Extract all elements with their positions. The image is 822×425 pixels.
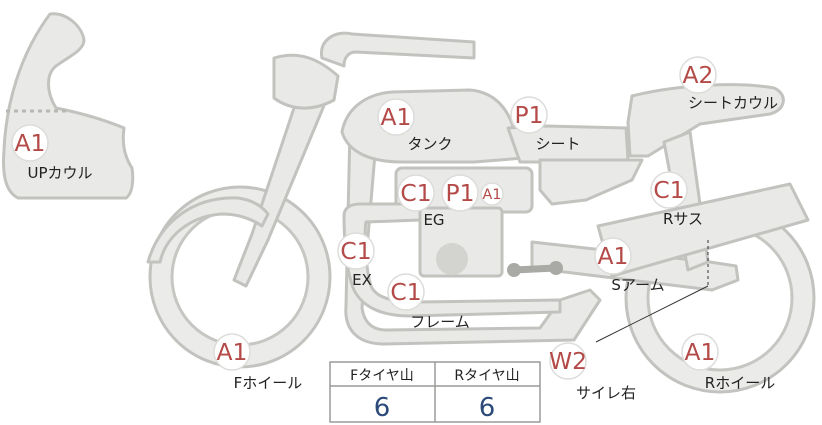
swingarm-grade-badge: A1 — [594, 237, 632, 275]
seat-grade-text: P1 — [515, 101, 544, 129]
engine-grade-text: P1 — [446, 179, 475, 207]
front-wheel-grade-circle — [213, 333, 251, 371]
seat-cowl-shape — [626, 83, 785, 158]
upcowl-label: UPカウル — [27, 164, 92, 182]
front-tread-value: 6 — [374, 393, 391, 423]
rear-wheel-label: Rホイール — [705, 374, 775, 392]
front-fender-shape — [146, 196, 270, 264]
frame-grade-text: C1 — [390, 278, 421, 306]
tread-table: Fタイヤ山 Rタイヤ山 6 6 — [329, 361, 541, 423]
engine-label: EG — [423, 211, 444, 229]
side-panel-shape — [538, 158, 644, 206]
rear-wheel-grade-text: A1 — [685, 338, 716, 366]
leader-lines — [595, 240, 709, 343]
engine-grade-text: C1 — [400, 179, 431, 207]
rear-wheel-grade-circle — [681, 333, 719, 371]
shock-rod-shape — [507, 261, 563, 277]
frame-grade-badge: C1 — [387, 273, 425, 311]
headlight-shape — [272, 53, 340, 110]
front-wheel-grade-badge: A1 — [213, 333, 251, 371]
engine-grade-badge: C1 — [397, 174, 435, 212]
tank-grade-circle — [377, 98, 415, 136]
rear-tread-header: Rタイヤ山 — [454, 368, 519, 384]
seat-label: シート — [535, 135, 580, 153]
seat-cowl-grade-badge: A2 — [679, 56, 717, 94]
engine-grade-circle — [480, 182, 504, 206]
handlebar-shape — [319, 31, 476, 68]
seat-cowl-grade-text: A2 — [683, 61, 714, 89]
seat-grade-badge: P1 — [510, 96, 548, 134]
silencer-right-grade-circle — [549, 342, 587, 380]
exhaust-grade-circle — [337, 232, 375, 270]
upcowl-grade-badge: A1 — [11, 124, 49, 162]
front-wheel-grade-text: A1 — [217, 338, 248, 366]
upcowl-grade-text: A1 — [15, 129, 46, 157]
front-wheel-label: Fホイール — [234, 374, 303, 392]
seat-cowl-label: シートカウル — [688, 94, 778, 112]
silencer-right-label: サイレ右 — [576, 384, 636, 402]
silencer-right-grade-text: W2 — [549, 347, 587, 375]
swingarm-grade-circle — [594, 237, 632, 275]
rear-suspension-label: Rサス — [663, 210, 703, 228]
engine-grade-badge: A1 — [480, 182, 504, 206]
swingarm-label: Sアーム — [611, 276, 664, 294]
exhaust-grade-text: C1 — [340, 237, 371, 265]
rear-suspension-grade-badge: C1 — [650, 171, 688, 209]
tank-grade-badge: A1 — [377, 98, 415, 136]
exhaust-grade-badge: C1 — [337, 232, 375, 270]
seat-grade-circle — [510, 96, 548, 134]
frame-grade-circle — [387, 273, 425, 311]
silencer-right-grade-badge: W2 — [549, 342, 587, 380]
tank-grade-text: A1 — [381, 103, 412, 131]
tank-label: タンク — [407, 135, 452, 153]
rear-suspension-grade-circle — [650, 171, 688, 209]
engine-grade-text: A1 — [483, 187, 502, 203]
exhaust-label: EX — [352, 271, 372, 289]
engine-grade-circle — [441, 174, 479, 212]
front-tread-header: Fタイヤ山 — [350, 368, 414, 384]
rear-tread-value: 6 — [479, 393, 496, 423]
engine-grade-badge: P1 — [441, 174, 479, 212]
upcowl-grade-circle — [11, 124, 49, 162]
rear-wheel-grade-badge: A1 — [681, 333, 719, 371]
engine-grade-circle — [397, 174, 435, 212]
frame-label: フレーム — [410, 313, 470, 331]
seat-cowl-grade-circle — [679, 56, 717, 94]
swingarm-grade-text: A1 — [598, 242, 629, 270]
rear-suspension-grade-text: C1 — [653, 176, 684, 204]
